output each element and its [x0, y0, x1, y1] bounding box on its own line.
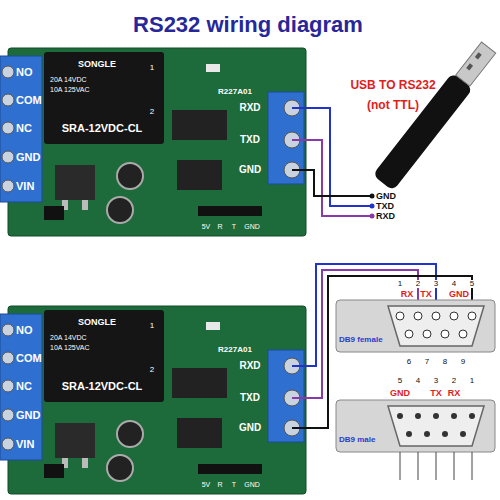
pin-label: 5 [398, 377, 402, 385]
pin-label: 1 [470, 377, 474, 385]
pin-label: 4 [416, 377, 420, 385]
pin-label: RXD [376, 212, 395, 221]
pin-label: 5V [202, 481, 211, 488]
pin-label: 20A 14VDC [50, 334, 87, 341]
pin-label: TXD [240, 393, 260, 403]
pin-label: NO [16, 67, 33, 78]
pin-label: NC [16, 381, 32, 392]
pin-label: 9 [461, 358, 465, 366]
pin-label: VIN [16, 439, 34, 450]
pin-label: COM [16, 95, 42, 106]
pin-label: TX [419, 290, 433, 299]
pin-label: GND [448, 290, 470, 299]
pin-label: GND [244, 223, 260, 230]
pin-label: R [217, 481, 222, 488]
relay-board [0, 306, 306, 494]
pin-label: 20A 14VDC [50, 76, 87, 83]
pin-label: SONGLE [78, 318, 116, 327]
pin-label: USB TO RS232 [350, 79, 435, 91]
pin-label: GND [239, 423, 261, 433]
pin-label: SRA-12VDC-CL [62, 123, 143, 134]
relay-board [0, 48, 306, 236]
pin-label: T [232, 481, 236, 488]
pin-label: SRA-12VDC-CL [62, 381, 143, 392]
pin-label: 4 [451, 280, 457, 288]
pin-label: 2 [150, 108, 154, 116]
pin-label: RX [448, 389, 461, 398]
pin-label: RXD [239, 103, 260, 113]
pin-label: 2 [452, 377, 456, 385]
pin-label: DB9 female [339, 336, 383, 344]
pin-label: R227A01 [218, 346, 252, 354]
pin-label: GND [16, 152, 40, 163]
pin-label: TXD [376, 202, 394, 211]
pin-label: SONGLE [78, 60, 116, 69]
pin-label: 2 [415, 280, 421, 288]
diagram-title: RS232 wiring diagram [133, 14, 363, 36]
pin-label: GND [390, 389, 410, 398]
pin-label: 5 [469, 280, 475, 288]
pin-label: DB9 male [339, 436, 375, 444]
usb-rs232-adapter [373, 39, 499, 191]
pin-label: (not TTL) [367, 99, 419, 111]
pin-label: VIN [16, 181, 34, 192]
pin-label: 6 [407, 358, 411, 366]
pin-label: NC [16, 123, 32, 134]
pin-label: 10A 125VAC [50, 86, 90, 93]
pin-label: COM [16, 353, 42, 364]
pin-label: 1 [397, 280, 403, 288]
pin-label: GND [16, 410, 40, 421]
pin-label: 3 [433, 280, 439, 288]
pin-label: GND [244, 481, 260, 488]
pin-label: GND [376, 192, 396, 201]
pin-label: 1 [150, 64, 154, 72]
db9-female-connector [336, 300, 495, 352]
pin-label: T [232, 223, 236, 230]
pin-label: 8 [443, 358, 447, 366]
pin-label: TXD [240, 135, 260, 145]
pin-label: GND [239, 165, 261, 175]
pin-label: 1 [150, 322, 154, 330]
pin-label: 7 [425, 358, 429, 366]
pin-label: 5V [202, 223, 211, 230]
pin-label: RX [400, 290, 415, 299]
pin-label: R227A01 [218, 88, 252, 96]
pin-label: R [217, 223, 222, 230]
pin-label: NO [16, 325, 33, 336]
pin-label: 3 [434, 377, 438, 385]
pin-label: 10A 125VAC [50, 344, 90, 351]
signal-wires [292, 108, 472, 428]
pin-label: 2 [150, 366, 154, 374]
pin-label: TX [430, 389, 442, 398]
pin-label: RXD [239, 361, 260, 371]
db9-male-connector [336, 400, 495, 480]
